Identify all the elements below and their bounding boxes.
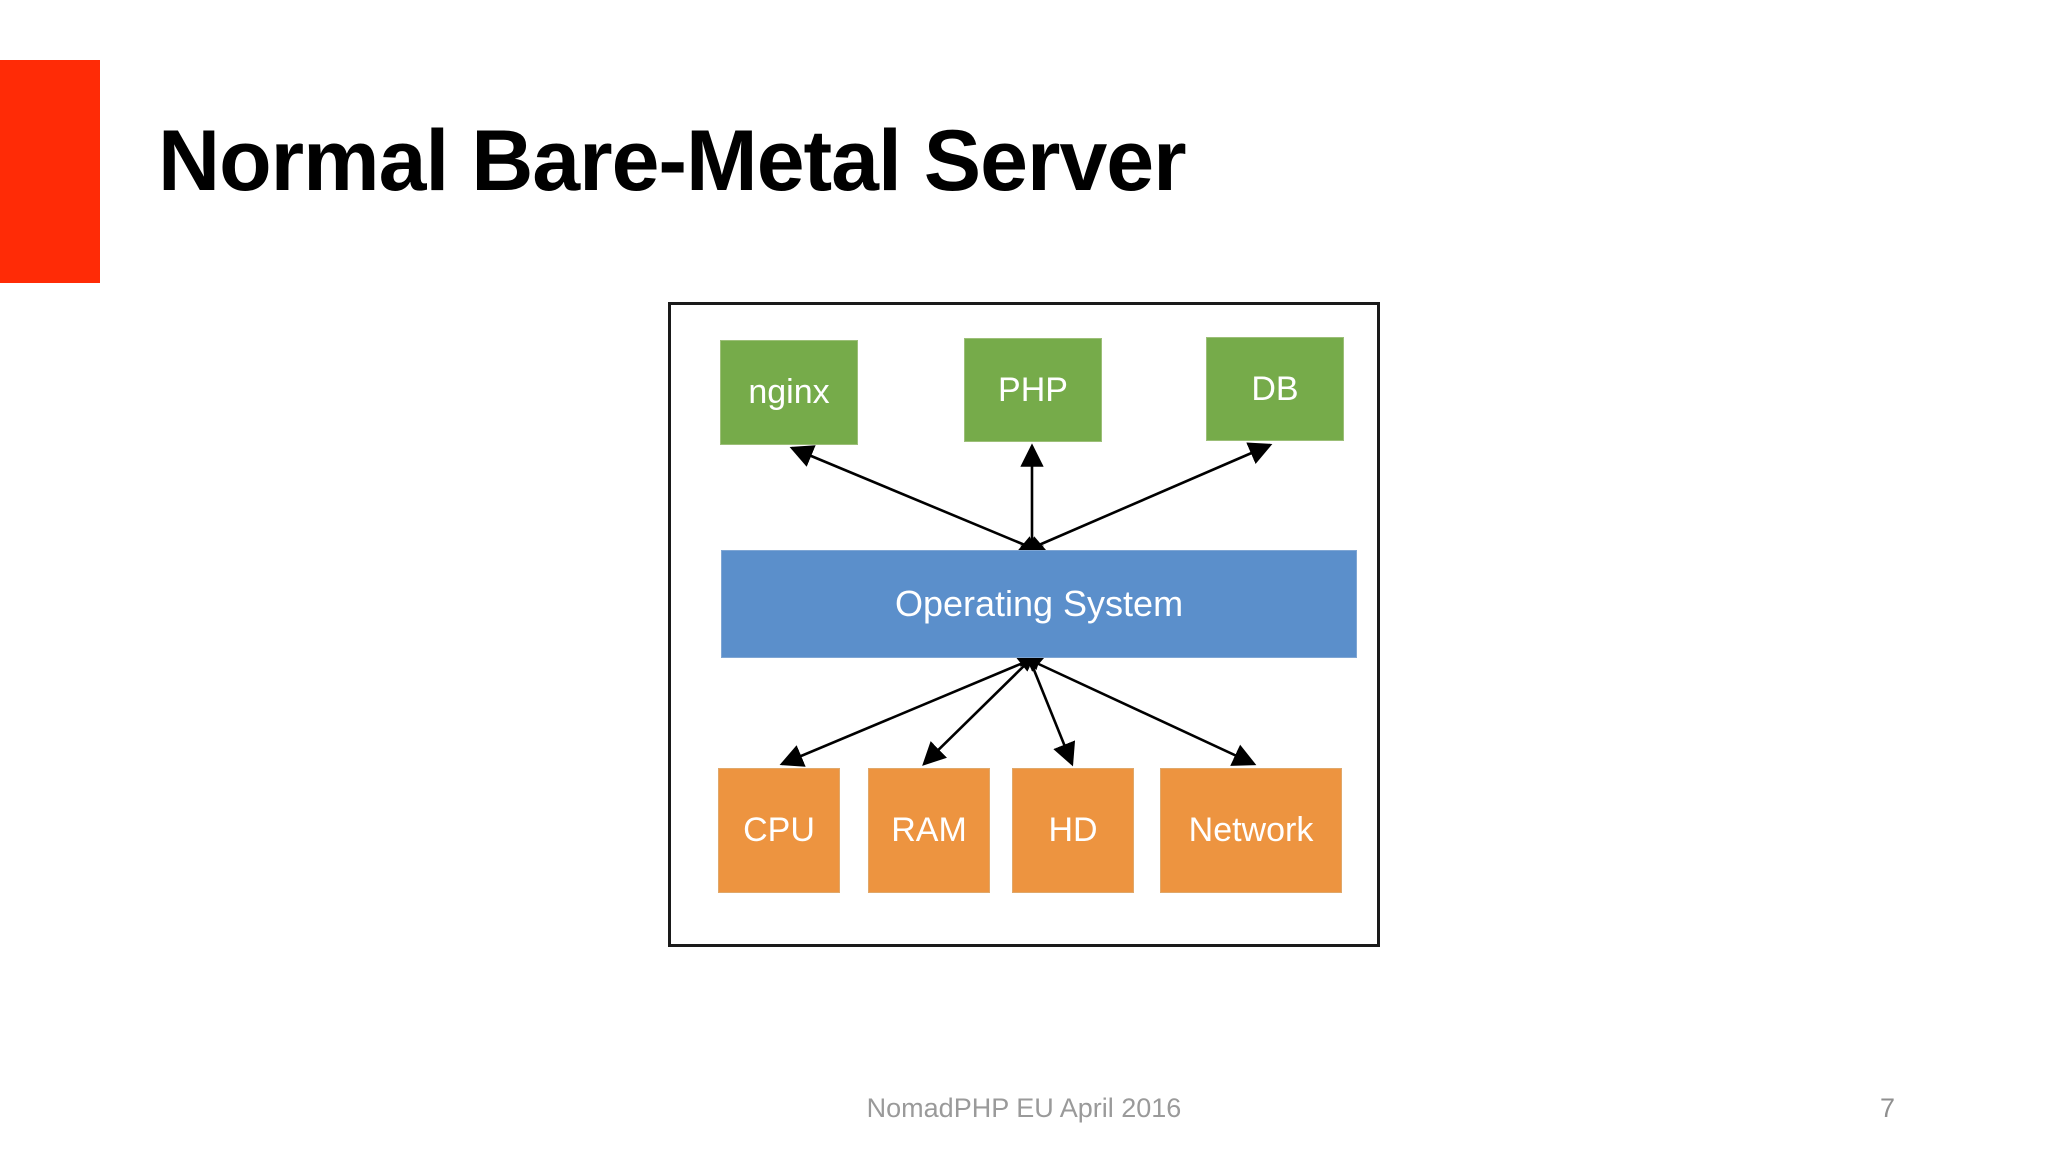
architecture-diagram: nginx PHP DB Operating System CPU RAM HD… — [668, 302, 1380, 947]
node-nginx[interactable]: nginx — [720, 340, 858, 445]
page-title: Normal Bare-Metal Server — [158, 113, 1187, 209]
node-hd[interactable]: HD — [1012, 768, 1134, 893]
page-number: 7 — [1880, 1093, 1896, 1123]
node-db[interactable]: DB — [1206, 337, 1344, 441]
node-network[interactable]: Network — [1160, 768, 1342, 893]
node-operating-system[interactable]: Operating System — [721, 550, 1357, 658]
accent-bar — [0, 60, 100, 283]
node-cpu[interactable]: CPU — [718, 768, 840, 893]
footer-note: NomadPHP EU April 2016 — [866, 1093, 1182, 1123]
node-php[interactable]: PHP — [964, 338, 1102, 442]
node-ram[interactable]: RAM — [868, 768, 990, 893]
